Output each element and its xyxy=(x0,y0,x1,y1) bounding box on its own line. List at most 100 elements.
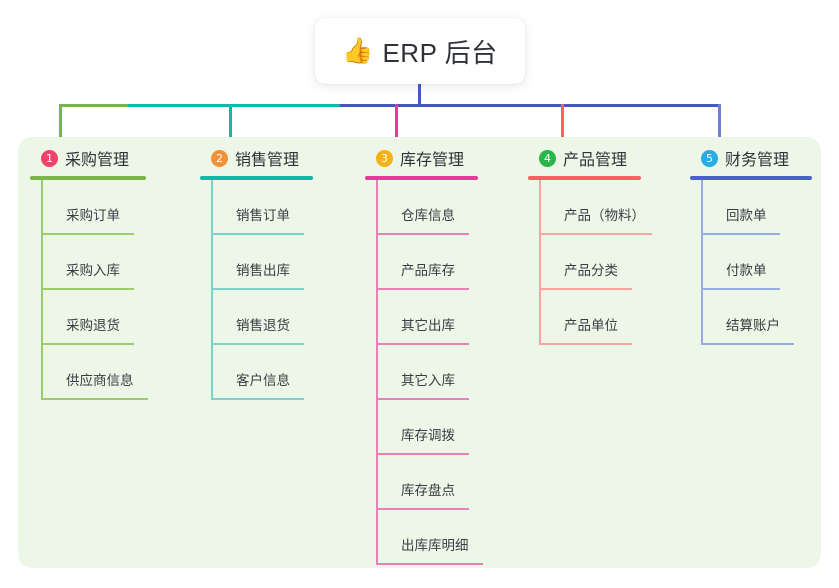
list-item[interactable]: 回款单 xyxy=(702,180,812,235)
column-spine-finance xyxy=(701,180,703,345)
column-header-inventory[interactable]: 3 库存管理 xyxy=(365,146,478,170)
list-item-label: 其它入库 xyxy=(401,373,455,388)
list-item-rule xyxy=(377,563,483,565)
column-badge-sales: 2 xyxy=(211,149,228,167)
list-item-label: 结算账户 xyxy=(726,318,780,333)
column-title-inventory: 库存管理 xyxy=(400,152,465,169)
list-item[interactable]: 其它出库 xyxy=(377,290,478,345)
connector-drop-5 xyxy=(718,104,721,148)
list-item[interactable]: 采购退货 xyxy=(42,290,146,345)
list-item[interactable]: 产品库存 xyxy=(377,235,478,290)
list-item-label: 产品单位 xyxy=(564,318,618,333)
list-item-rule xyxy=(42,343,134,345)
column-header-purchase[interactable]: 1 采购管理 xyxy=(30,146,146,170)
column-rule-sales xyxy=(200,176,313,180)
root-title-card[interactable]: 👍 ERP 后台 xyxy=(315,18,525,84)
column-spine-inventory xyxy=(376,180,378,565)
connector-drop-3 xyxy=(395,104,398,148)
thumbs-up-icon: 👍 xyxy=(342,36,374,65)
column-spine-product xyxy=(539,180,541,345)
column-inventory: 3 库存管理仓库信息产品库存其它出库其它入库库存调拨库存盘点出库库明细 xyxy=(365,146,483,565)
list-item-rule xyxy=(42,398,148,400)
list-item-label: 客户信息 xyxy=(236,373,290,388)
list-item-rule xyxy=(212,233,304,235)
list-item-rule xyxy=(377,288,469,290)
list-item[interactable]: 结算账户 xyxy=(702,290,812,345)
list-item[interactable]: 付款单 xyxy=(702,235,812,290)
list-item[interactable]: 库存盘点 xyxy=(377,455,478,510)
list-item[interactable]: 采购入库 xyxy=(42,235,146,290)
list-item-label: 仓库信息 xyxy=(401,208,455,223)
column-items-sales: 销售订单销售出库销售退货客户信息 xyxy=(200,180,313,400)
connector-horizontal-segment-5 xyxy=(465,104,592,107)
list-item[interactable]: 销售出库 xyxy=(212,235,313,290)
list-item-label: 销售出库 xyxy=(236,263,290,278)
connector-drop-4 xyxy=(561,104,564,148)
column-items-purchase: 采购订单采购入库采购退货供应商信息 xyxy=(30,180,148,400)
column-badge-inventory: 3 xyxy=(376,149,393,167)
column-sales: 2 销售管理销售订单销售出库销售退货客户信息 xyxy=(200,146,313,400)
list-item-label: 销售退货 xyxy=(236,318,290,333)
list-item-label: 回款单 xyxy=(726,208,767,223)
list-item-label: 采购退货 xyxy=(66,318,120,333)
list-item-rule xyxy=(42,288,134,290)
list-item[interactable]: 出库库明细 xyxy=(377,510,483,565)
column-rule-product xyxy=(528,176,641,180)
list-item-rule xyxy=(702,288,780,290)
list-item[interactable]: 产品（物料） xyxy=(540,180,652,235)
list-item-label: 产品（物料） xyxy=(564,208,645,223)
list-item-rule xyxy=(702,343,794,345)
column-items-inventory: 仓库信息产品库存其它出库其它入库库存调拨库存盘点出库库明细 xyxy=(365,180,483,565)
list-item-rule xyxy=(540,343,632,345)
column-rule-finance xyxy=(690,176,812,180)
list-item-rule xyxy=(212,288,304,290)
list-item[interactable]: 采购订单 xyxy=(42,180,146,235)
connector-drop-1 xyxy=(59,104,62,148)
list-item-rule xyxy=(377,508,469,510)
list-item-rule xyxy=(540,233,652,235)
list-item-label: 付款单 xyxy=(726,263,767,278)
column-title-product: 产品管理 xyxy=(563,152,628,169)
list-item[interactable]: 供应商信息 xyxy=(42,345,148,400)
column-badge-purchase: 1 xyxy=(41,149,58,167)
connector-horizontal-segment-6 xyxy=(592,104,720,107)
list-item-label: 产品分类 xyxy=(564,263,618,278)
list-item-label: 库存盘点 xyxy=(401,483,455,498)
column-badge-product: 4 xyxy=(539,149,556,167)
column-title-sales: 销售管理 xyxy=(235,152,300,169)
list-item[interactable]: 其它入库 xyxy=(377,345,478,400)
list-item[interactable]: 仓库信息 xyxy=(377,180,478,235)
list-item-rule xyxy=(702,233,780,235)
list-item-label: 供应商信息 xyxy=(66,373,134,388)
list-item[interactable]: 销售退货 xyxy=(212,290,313,345)
list-item-rule xyxy=(377,398,469,400)
list-item[interactable]: 客户信息 xyxy=(212,345,313,400)
root-title-label: ERP 后台 xyxy=(382,37,498,68)
list-item-rule xyxy=(212,398,304,400)
list-item-label: 销售订单 xyxy=(236,208,290,223)
list-item[interactable]: 产品单位 xyxy=(540,290,641,345)
column-header-sales[interactable]: 2 销售管理 xyxy=(200,146,313,170)
list-item-label: 出库库明细 xyxy=(401,538,469,553)
connector-horizontal-segment-3 xyxy=(230,104,340,107)
list-item-label: 库存调拨 xyxy=(401,428,455,443)
column-title-finance: 财务管理 xyxy=(725,152,790,169)
connector-root-stem xyxy=(418,84,421,106)
list-item[interactable]: 库存调拨 xyxy=(377,400,478,455)
list-item[interactable]: 产品分类 xyxy=(540,235,641,290)
column-title-purchase: 采购管理 xyxy=(65,152,130,169)
connector-horizontal-segment-1 xyxy=(60,104,128,107)
list-item-label: 采购入库 xyxy=(66,263,120,278)
list-item-label: 采购订单 xyxy=(66,208,120,223)
column-purchase: 1 采购管理采购订单采购入库采购退货供应商信息 xyxy=(30,146,148,400)
list-item-label: 产品库存 xyxy=(401,263,455,278)
column-header-product[interactable]: 4 产品管理 xyxy=(528,146,641,170)
list-item[interactable]: 销售订单 xyxy=(212,180,313,235)
list-item-rule xyxy=(212,343,304,345)
list-item-rule xyxy=(42,233,134,235)
column-items-product: 产品（物料） 产品分类产品单位 xyxy=(528,180,652,345)
column-spine-purchase xyxy=(41,180,43,400)
